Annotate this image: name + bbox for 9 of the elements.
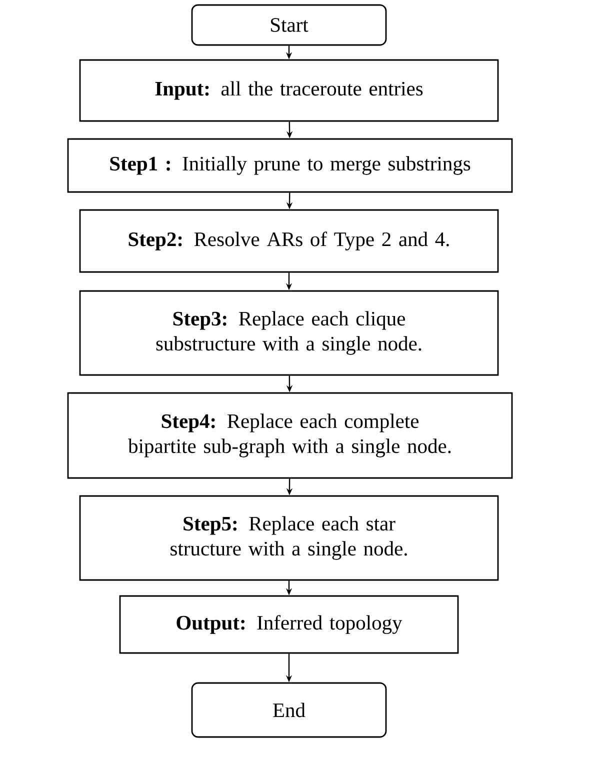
process-box: Step1 : Initially prune to merge substrings <box>67 138 513 193</box>
process-box: Input: all the traceroute entries <box>79 59 499 122</box>
process-box: Step5: Replace each star structure with a single node. <box>79 495 499 581</box>
process-box: Step3: Replace each clique substructure with a single node. <box>79 290 499 376</box>
terminal-box: Start <box>191 4 387 46</box>
process-box: Step2: Resolve ARs of Type 2 and 4. <box>79 209 499 273</box>
process-box: Output: Inferred topology <box>119 595 459 654</box>
terminal-box: End <box>191 682 387 738</box>
process-box: Step4: Replace each complete bipartite sub-graph with a single node. <box>67 392 513 479</box>
